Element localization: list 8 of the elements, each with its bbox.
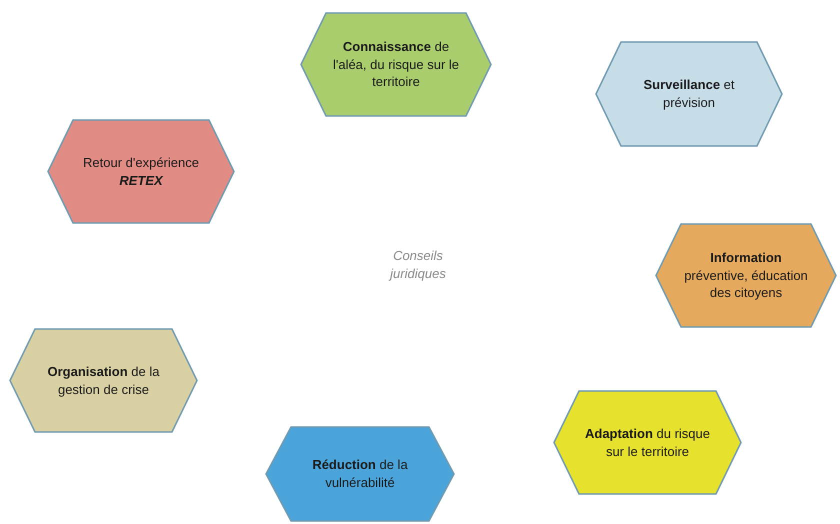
node-text: Retour d'expérience RETEX xyxy=(82,154,200,190)
node-text: Réduction de la vulnérabilité xyxy=(311,456,409,492)
node-text: Organisation de la gestion de crise xyxy=(46,362,160,398)
node-text: Adaptation du risque sur le territoire xyxy=(584,424,711,460)
node-text: Connaissance de l'aléa, du risque sur le territoire xyxy=(332,38,460,91)
center-note: Conseils juridiques xyxy=(388,247,447,282)
node-text: Surveillance et prévision xyxy=(642,76,736,112)
node-text: Information préventive, éducation des citoyens xyxy=(683,249,809,302)
